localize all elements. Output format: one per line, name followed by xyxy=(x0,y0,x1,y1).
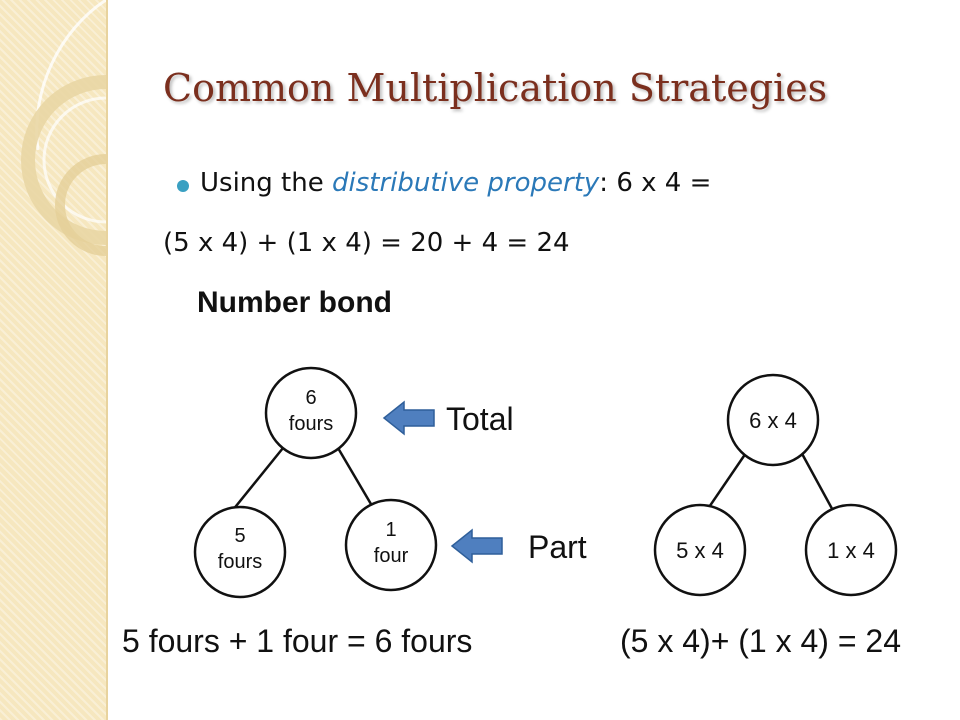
bond-part-right-text: 1 x 4 xyxy=(827,538,875,563)
bond-circle-part-right xyxy=(804,503,898,597)
bullet-prefix: Using the xyxy=(200,168,332,198)
bond-total-line2: fours xyxy=(289,413,333,435)
bullet-dot xyxy=(177,180,189,192)
bond-part-left-text: 5 x 4 xyxy=(676,538,724,563)
bullet-text: Using the distributive property: 6 x 4 = xyxy=(200,168,711,198)
bullet-suffix: : 6 x 4 = xyxy=(599,168,712,198)
bond-total-text: 6 x 4 xyxy=(749,408,797,433)
slide-title: Common Multiplication Strategies xyxy=(163,66,828,110)
bond-left-caption: 5 fours + 1 four = 6 fours xyxy=(122,623,472,659)
bond-part-right-line2: four xyxy=(374,545,409,567)
decorative-sidebar xyxy=(0,0,108,720)
bond-circle-total xyxy=(264,366,358,460)
bond-part-left-line1: 5 xyxy=(234,525,245,547)
bond-part-left-line2: fours xyxy=(218,551,262,573)
sidebar-swirl-decoration xyxy=(21,0,106,256)
subheading: Number bond xyxy=(197,286,392,319)
number-bond-left: 6 fours 5 fours 1 four Total Part 5 four… xyxy=(122,366,587,659)
bond-connector-right xyxy=(798,449,838,517)
bond-circle-part-right xyxy=(344,498,438,592)
bond-circle-part-left xyxy=(193,505,287,599)
bond-part-right-line1: 1 xyxy=(385,519,396,541)
equation-line: (5 x 4) + (1 x 4) = 20 + 4 = 24 xyxy=(163,228,570,258)
arrow-left-icon xyxy=(450,528,503,564)
part-label: Part xyxy=(528,529,587,565)
arrow-left-icon xyxy=(382,400,435,436)
bond-circle-part-left xyxy=(653,503,747,597)
bond-circle-total xyxy=(726,373,820,467)
bond-total-line1: 6 xyxy=(305,387,316,409)
bond-connector-left xyxy=(227,447,284,517)
number-bond-right: 6 x 4 5 x 4 1 x 4 (5 x 4)+ (1 x 4) = 24 xyxy=(620,373,901,659)
bullet-emphasis: distributive property xyxy=(331,168,600,198)
total-label: Total xyxy=(446,401,514,437)
bond-right-caption: (5 x 4)+ (1 x 4) = 24 xyxy=(620,623,901,659)
